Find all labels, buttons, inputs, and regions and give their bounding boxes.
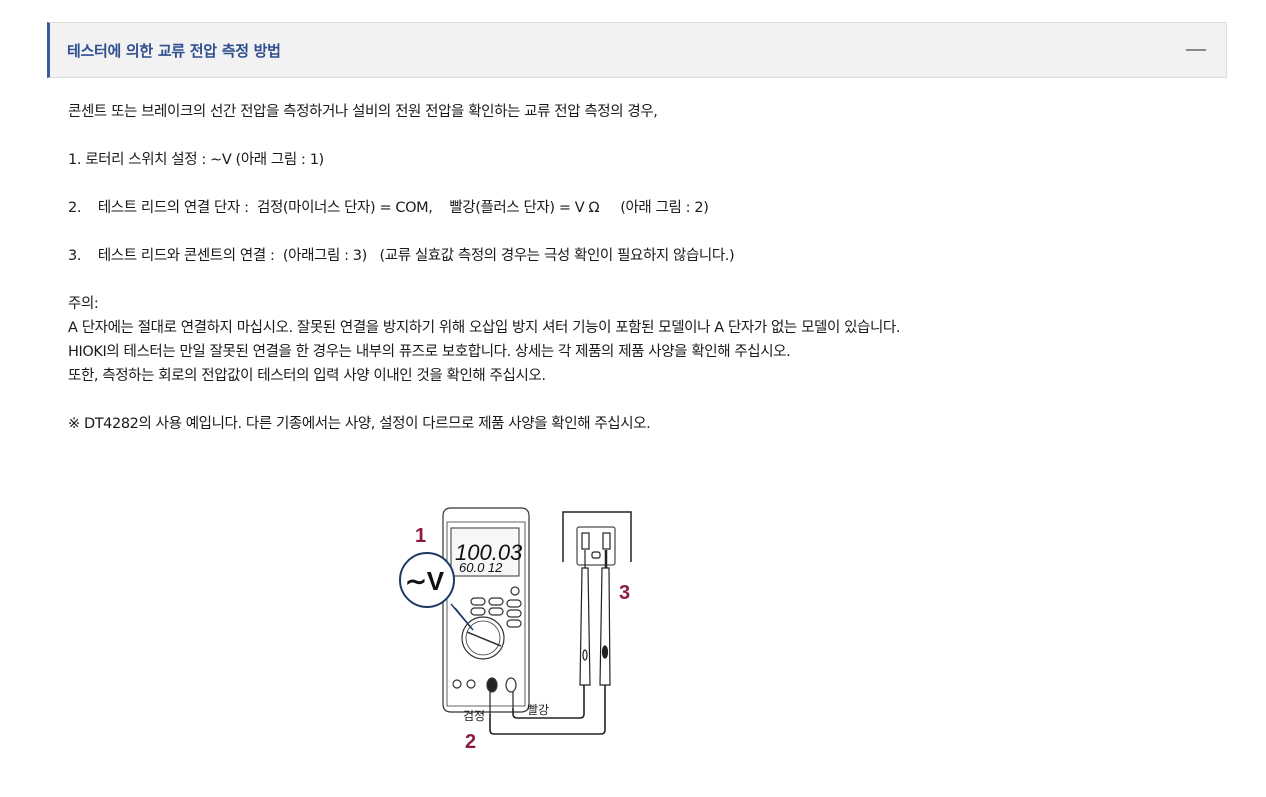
intro-text: 콘센트 또는 브레이크의 선간 전압을 측정하거나 설비의 전원 전압을 확인하… — [68, 104, 658, 120]
red-lead-label: 빨강 — [527, 703, 549, 717]
caution-label: 주의: — [68, 296, 99, 312]
test-leads-icon — [489, 550, 611, 735]
display-sub: 60.0 12 — [459, 560, 503, 575]
step-3: 3. 테스트 리드와 콘센트의 연결 : (아래그림 : 3) (교류 실효값 … — [68, 248, 735, 264]
marker-1: 1 — [415, 525, 426, 547]
display-main: 100.03 — [455, 540, 523, 565]
step-1: 1. 로터리 스위치 설정 : ∼V (아래 그림 : 1) — [68, 152, 324, 168]
multimeter-icon — [442, 507, 530, 713]
outlet-icon — [562, 511, 632, 566]
tester-illustration: 100.03 60.0 12 ∼V 1 2 3 검정 빨강 — [395, 500, 650, 760]
callout-bubble — [399, 552, 474, 631]
section-title: 테스터에 의한 교류 전압 측정 방법 — [67, 41, 281, 60]
black-lead-label: 검정 — [463, 709, 485, 723]
model-note: ※ DT4282의 사용 예입니다. 다른 기종에서는 사양, 설정이 다르므로… — [68, 416, 651, 432]
marker-2: 2 — [465, 731, 476, 753]
caution-line: A 단자에는 절대로 연결하지 마십시오. 잘못된 연결을 방지하기 위해 오삽… — [68, 320, 901, 336]
caution-line: 또한, 측정하는 회로의 전압값이 테스터의 입력 사양 이내인 것을 확인해 … — [68, 368, 546, 384]
step-2: 2. 테스트 리드의 연결 단자 : 검정(마이너스 단자) = COM, 빨강… — [68, 200, 709, 216]
caution-line: HIOKI의 테스터는 만일 잘못된 연결을 한 경우는 내부의 퓨즈로 보호합… — [68, 344, 791, 360]
marker-3: 3 — [619, 582, 630, 604]
callout-label: ∼V — [405, 566, 445, 596]
section-body: 콘센트 또는 브레이크의 선간 전압을 측정하거나 설비의 전원 전압을 확인하… — [68, 100, 1218, 436]
accordion-header[interactable]: 테스터에 의한 교류 전압 측정 방법 — [47, 22, 1227, 78]
collapse-minus-icon[interactable] — [1186, 49, 1206, 51]
